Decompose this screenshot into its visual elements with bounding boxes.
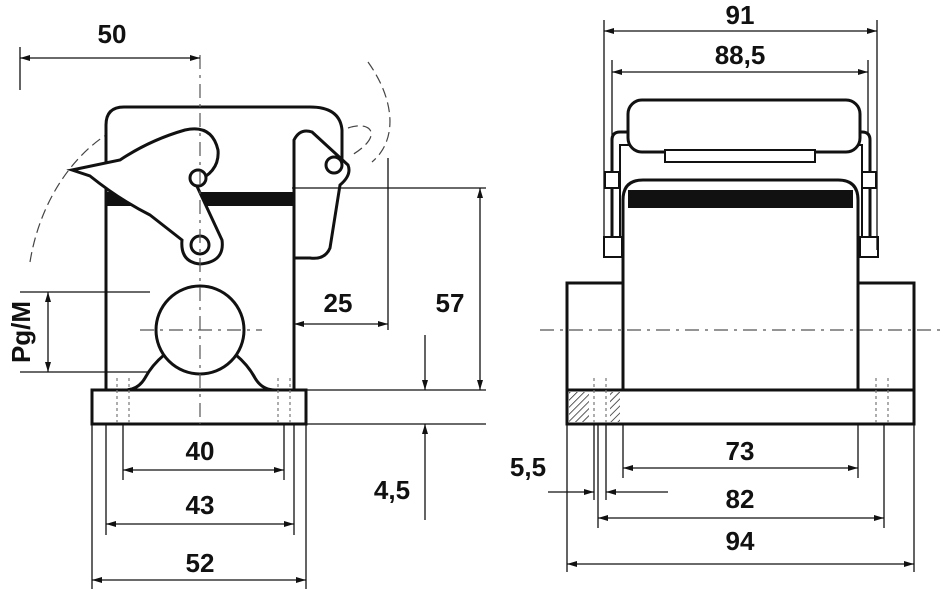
dim-25-label: 25	[324, 288, 353, 318]
dim-52-label: 52	[186, 548, 215, 578]
dim-57-label: 57	[436, 288, 465, 318]
front-handle	[626, 98, 862, 154]
dim-94-label: 94	[726, 526, 755, 556]
lever-swing-arc-small	[347, 125, 372, 156]
dim-73-label: 73	[726, 436, 755, 466]
dim-40-label: 40	[186, 436, 215, 466]
side-lever-pivot-top	[188, 168, 208, 188]
front-pivot-left-top	[604, 171, 620, 189]
side-base-plate	[90, 388, 308, 426]
lever-swing-arc-right	[367, 61, 391, 163]
front-base-hatch	[569, 392, 589, 422]
side-latch-lever	[66, 127, 224, 266]
front-boss-left	[565, 281, 625, 392]
dim-43-label: 43	[186, 490, 215, 520]
dim-88-5-label: 88,5	[715, 40, 766, 70]
lever-swing-arc	[29, 127, 119, 263]
dim-pg-label: Pg/M	[6, 301, 36, 363]
front-pivot-left-bottom	[603, 236, 623, 258]
dim-4-5-label: 4,5	[374, 475, 410, 505]
front-clamp-band	[628, 190, 853, 208]
side-view: 50 Pg/M 25 57 4,5 40 43 52	[6, 19, 486, 589]
dim-91-label: 91	[726, 0, 755, 30]
dim-82-label: 82	[726, 484, 755, 514]
side-latch-pin	[324, 155, 344, 175]
front-housing-body	[621, 178, 860, 392]
dim-5-5-label: 5,5	[510, 452, 546, 482]
front-pivot-right-top	[861, 171, 877, 189]
front-boss-right	[856, 281, 916, 392]
front-base-hatch-2	[610, 392, 620, 422]
front-view: 91 88,5 73 5,5 82 94	[510, 0, 945, 572]
front-pivot-right-bottom	[859, 236, 879, 258]
dim-50-label: 50	[98, 19, 127, 49]
front-handle-recess	[664, 149, 816, 163]
